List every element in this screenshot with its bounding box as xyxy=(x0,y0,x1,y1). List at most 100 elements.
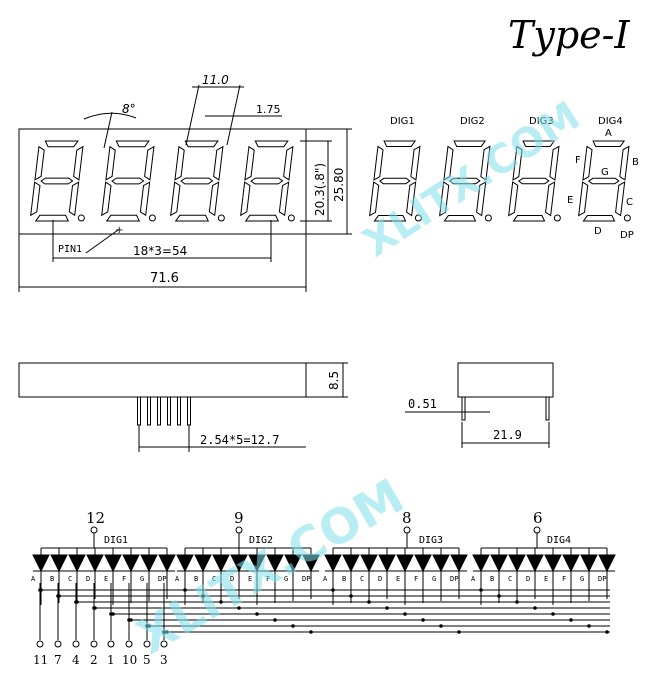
segment-f xyxy=(373,145,384,181)
front-outline xyxy=(18,128,307,235)
bus-junction xyxy=(162,630,166,634)
front-digit-1 xyxy=(30,140,85,222)
segment-g xyxy=(587,177,620,185)
pin-terminal-2 xyxy=(54,640,62,648)
segment-f xyxy=(244,145,255,181)
pin-terminal-7 xyxy=(143,640,151,648)
segment-b xyxy=(73,145,84,181)
diode-f xyxy=(414,554,432,573)
front-digit-3 xyxy=(170,140,225,222)
diode-label: D xyxy=(526,575,530,583)
segment-b xyxy=(410,145,421,181)
depth-label: 21.9 xyxy=(493,428,522,442)
bus-junction xyxy=(439,624,443,628)
dim-11-ext-right xyxy=(226,84,241,146)
seg-label-b: B xyxy=(632,157,639,168)
diode-dp xyxy=(302,554,320,573)
diode-g xyxy=(432,554,450,573)
diode-label: E xyxy=(104,575,108,583)
group-dig4: DIG4 xyxy=(547,535,571,546)
bus-junction xyxy=(331,588,335,592)
diode-label: DP xyxy=(302,575,310,583)
diode-e xyxy=(544,554,562,573)
side-pin-2 xyxy=(147,396,151,426)
diode-b xyxy=(194,554,212,573)
segment-dp xyxy=(287,214,295,222)
map-digits xyxy=(369,140,631,222)
diode-label: D xyxy=(378,575,382,583)
front-view: 8° 11.0 1.75 20.3(.8") 25.80 + PIN1 18*3… xyxy=(18,73,352,292)
dim-175-label: 1.75 xyxy=(256,103,281,116)
diode-label: B xyxy=(490,575,494,583)
diode-dp xyxy=(450,554,468,573)
segment-d xyxy=(443,215,477,222)
bus-junction xyxy=(183,588,187,592)
diode-label: E xyxy=(544,575,548,583)
segment-f xyxy=(443,145,454,181)
bus-junction xyxy=(349,594,353,598)
segment-c xyxy=(208,181,220,217)
diode-label: F xyxy=(266,575,270,583)
diode-b xyxy=(50,554,68,573)
bus-junction xyxy=(515,600,519,604)
group-dig2: DIG2 xyxy=(249,535,273,546)
segment-g xyxy=(250,177,284,185)
pin-terminal-8 xyxy=(160,640,168,648)
bus-junction xyxy=(569,618,573,622)
map-digit-4 xyxy=(578,140,631,222)
diode-b xyxy=(490,554,508,573)
bus-junction xyxy=(219,600,223,604)
segment-g xyxy=(448,177,481,185)
diode-c xyxy=(68,554,86,573)
pin1-mark: + xyxy=(115,225,123,236)
diode-f xyxy=(266,554,284,573)
bus-junction xyxy=(497,594,501,598)
segment-a xyxy=(44,140,79,148)
diode-label: F xyxy=(562,575,566,583)
bus-junction xyxy=(75,600,79,604)
diode-label: D xyxy=(86,575,90,583)
diode-d xyxy=(230,554,248,573)
bottom-pin-label: 5 xyxy=(143,653,151,667)
segment-d xyxy=(582,215,616,222)
bus-junction xyxy=(255,612,259,616)
segment-g xyxy=(180,177,214,185)
seg-label-d: D xyxy=(594,226,602,237)
segment-b xyxy=(213,145,224,181)
diode-label: G xyxy=(432,575,436,583)
segment-f xyxy=(582,145,593,181)
common-pin-2: 9 xyxy=(234,509,244,527)
pin-terminal-1 xyxy=(36,640,44,648)
diode-a xyxy=(176,554,194,573)
angle-line xyxy=(103,111,113,149)
diode-d xyxy=(526,554,544,573)
segment-dp xyxy=(414,214,422,222)
segment-a xyxy=(453,140,487,147)
pinw-label: 0.51 xyxy=(408,397,437,411)
diode-c xyxy=(508,554,526,573)
front-digit-2 xyxy=(101,140,156,222)
common-terminal xyxy=(533,526,541,534)
diode-label: F xyxy=(414,575,418,583)
diode-label: C xyxy=(360,575,364,583)
segment-dp xyxy=(77,214,85,222)
segment-dp xyxy=(553,214,561,222)
bus-junction xyxy=(457,630,461,634)
bus-junction xyxy=(479,588,483,592)
map-dig2: DIG2 xyxy=(460,116,485,127)
bus-junction xyxy=(421,618,425,622)
segment-d xyxy=(174,214,210,222)
side-pin-4 xyxy=(167,396,171,426)
diode-a xyxy=(472,554,490,573)
diode-label: B xyxy=(50,575,54,583)
segment-c xyxy=(139,181,151,217)
segment-e xyxy=(439,181,450,217)
bus-junction xyxy=(291,624,295,628)
dim-258-label: 25.80 xyxy=(332,168,346,202)
common-pin-4: 6 xyxy=(533,509,543,527)
bus-junction xyxy=(57,594,61,598)
map-dig3: DIG3 xyxy=(529,116,554,127)
common-terminal xyxy=(235,526,243,534)
